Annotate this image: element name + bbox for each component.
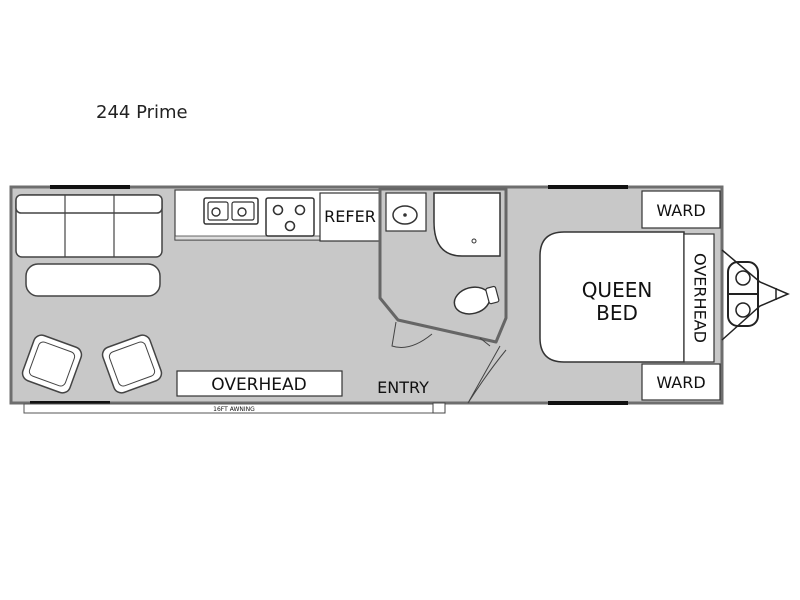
bathroom-door [391, 321, 433, 348]
chair-left [21, 334, 83, 394]
stove [265, 197, 315, 237]
overhead-side-label: OVERHEAD [211, 375, 307, 395]
wardrobe-bottom [641, 363, 721, 401]
awning-label: 16FT AWNING [213, 406, 255, 413]
overhead-front-label: OVERHEAD [691, 253, 710, 343]
toilet [453, 285, 500, 315]
entry-label: ENTRY [377, 378, 429, 397]
overhead-cabinet-front [683, 233, 715, 363]
shower [433, 192, 501, 257]
ward-top-label: WARD [656, 201, 705, 220]
queen-bed-label-1: QUEEN [582, 278, 653, 302]
chair-right [101, 334, 163, 394]
coffee-table [25, 263, 161, 297]
sofa [15, 194, 163, 258]
queen-bed [539, 231, 685, 363]
bathroom [378, 187, 508, 348]
ward-bottom-label: WARD [656, 373, 705, 392]
refrigerator [319, 192, 381, 242]
entry-door [467, 345, 507, 404]
wardrobe-top [641, 190, 721, 229]
entry-step [432, 402, 446, 414]
bathroom-sink [385, 192, 427, 232]
queen-bed-label-2: BED [596, 301, 638, 325]
kitchen-sink [203, 197, 259, 225]
refer-label: REFER [324, 207, 376, 226]
floorplan-title: 244 Prime [96, 102, 188, 123]
overhead-cabinet-side [176, 370, 343, 397]
trailer-hitch [721, 249, 790, 341]
